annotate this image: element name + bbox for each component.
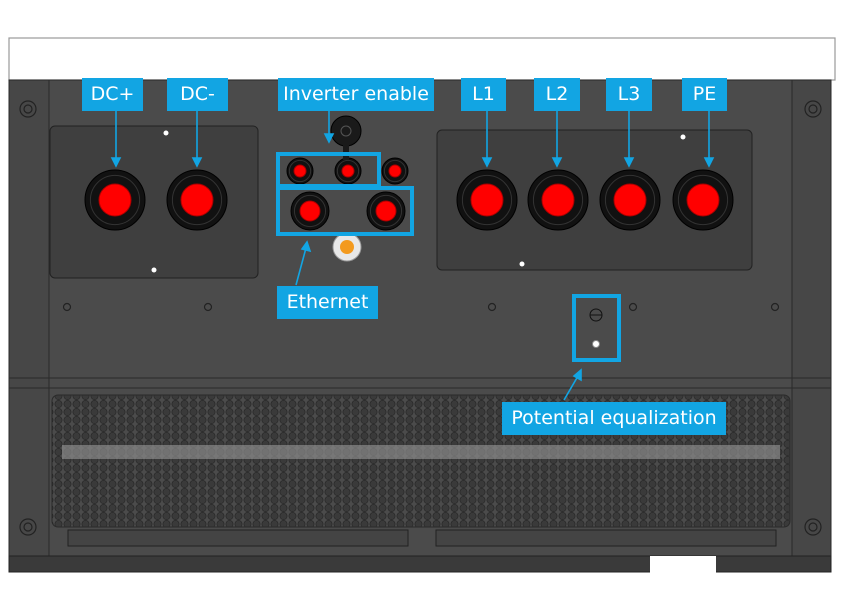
- ground-bolt: [592, 340, 600, 348]
- pe-gland: [672, 169, 734, 231]
- top-cover: [8, 37, 836, 81]
- ac-plate: [436, 129, 753, 271]
- label-l3: L3: [606, 78, 652, 111]
- dc-plate: [49, 125, 259, 279]
- signal-gland: [381, 157, 409, 185]
- label-dc-plus: DC+: [82, 78, 143, 111]
- l3-gland: [599, 169, 661, 231]
- label-ethernet: Ethernet: [277, 286, 378, 319]
- dc-plus-gland: [84, 169, 146, 231]
- l1-gland: [456, 169, 518, 231]
- ethernet-highlight: [276, 186, 414, 236]
- ethernet-gland: [366, 191, 406, 231]
- label-pe: PE: [682, 78, 727, 111]
- potential-equalization-highlight: [572, 294, 621, 362]
- label-inverter-enable: Inverter enable: [278, 78, 434, 111]
- label-l2: L2: [534, 78, 580, 111]
- ethernet-gland: [290, 191, 330, 231]
- label-dc-minus: DC-: [167, 78, 228, 111]
- label-l1: L1: [461, 78, 506, 111]
- inverter-enable-gland: [334, 157, 362, 185]
- dc-minus-gland: [166, 169, 228, 231]
- label-potential-equalization: Potential equalization: [502, 402, 726, 435]
- signal-gland: [286, 157, 314, 185]
- l2-gland: [527, 169, 589, 231]
